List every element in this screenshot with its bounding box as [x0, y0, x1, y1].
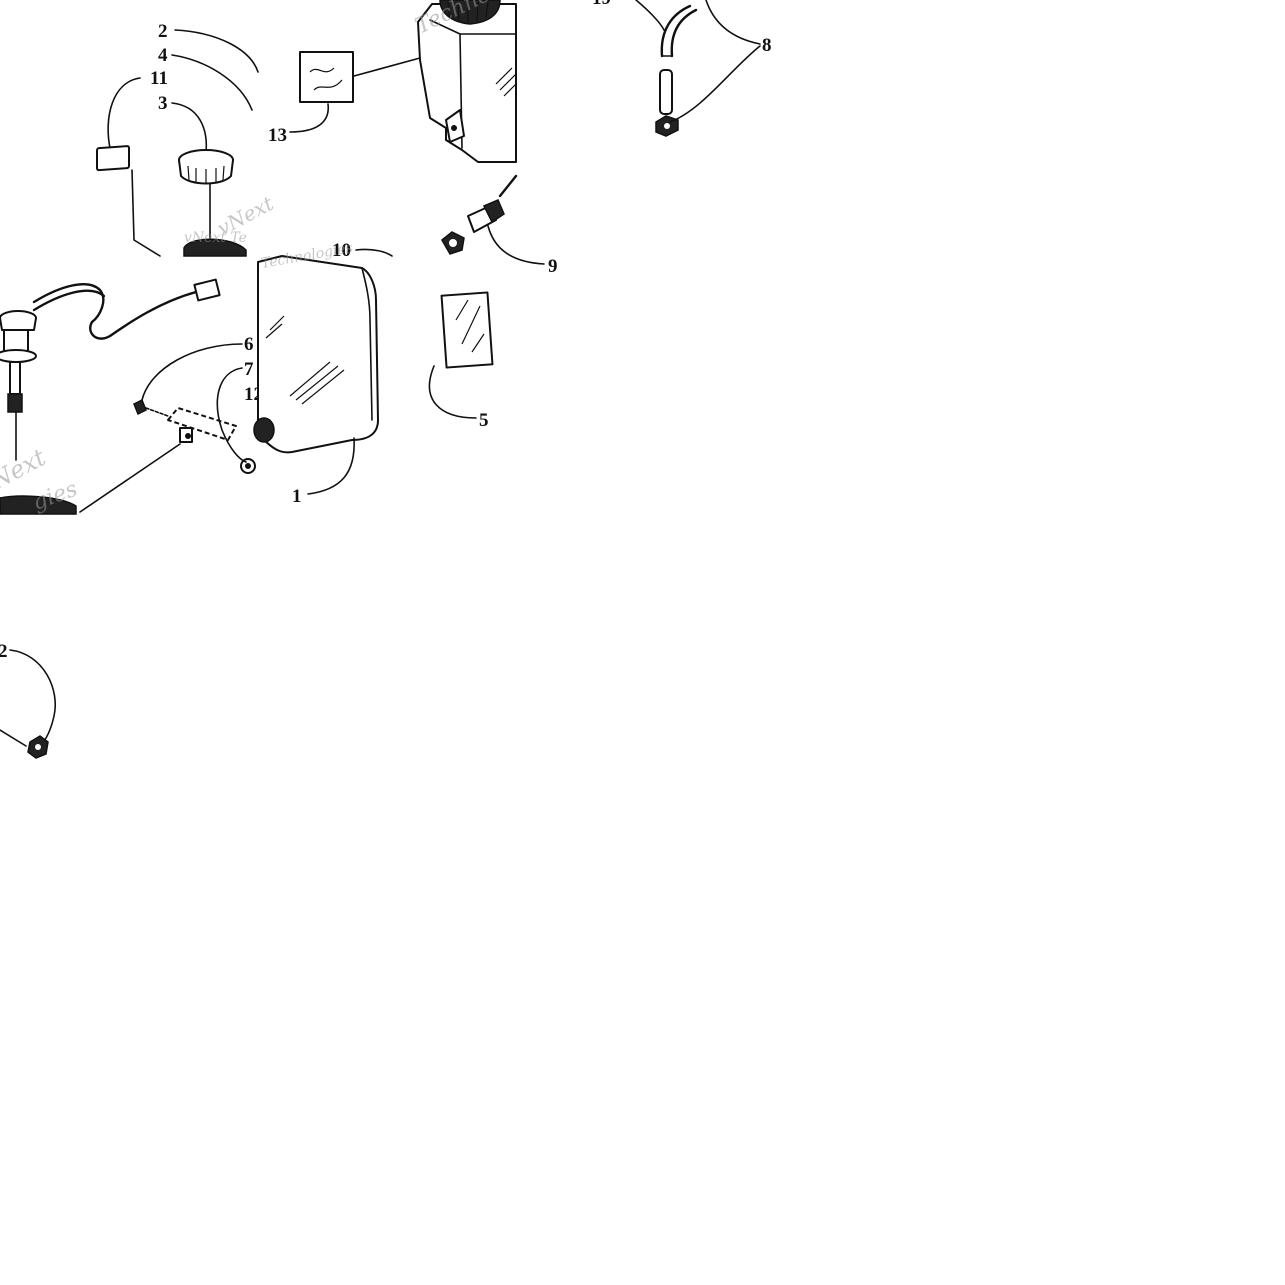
filler-cap-icon: [178, 149, 234, 185]
leader-1: [307, 437, 355, 495]
callout-6: 6: [244, 334, 254, 355]
leader-5: [428, 365, 477, 419]
leader-6: [141, 343, 243, 401]
leader-11: [107, 77, 141, 149]
oil-tank-body-icon: [257, 255, 379, 454]
decal-icon: [299, 51, 354, 103]
leader-7: [216, 367, 247, 463]
callout-4: 4: [158, 45, 168, 66]
leader-19: [635, 0, 665, 31]
connector-icon: [193, 278, 221, 302]
callout-5: 5: [479, 410, 489, 431]
callout-8: 8: [762, 35, 772, 56]
leader-2-lower: [9, 649, 56, 747]
callout-7: 7: [244, 359, 254, 380]
callout-9: 9: [548, 256, 558, 277]
leader-decal-tank: [353, 57, 421, 77]
level-sensor-icon: [0, 310, 37, 461]
leader-10: [355, 248, 393, 257]
vent-hose-icon: [660, 4, 692, 58]
callout-19: 19: [592, 0, 611, 9]
tile-vent-hose: 19 8: [592, 0, 772, 137]
callout-13: 13: [268, 125, 287, 146]
callout-11: 11: [150, 68, 168, 89]
watermark-text: vNext Te: [184, 230, 247, 246]
decal-icon: [96, 145, 130, 172]
decal-icon: [440, 291, 494, 369]
tile-tank-top: 13 10 9 Techno: [268, 0, 558, 277]
sensor-wire-icon: [32, 283, 198, 340]
tank-shading: [265, 315, 345, 405]
callout-2: 2: [158, 21, 168, 42]
leader-3: [171, 102, 208, 153]
tile-tank-body: 1 5 Technologies: [253, 240, 494, 507]
leader-13: [289, 103, 329, 133]
tank-edge-icon: [0, 495, 77, 515]
callout-2-lower: 2: [0, 641, 8, 662]
leader-9: [487, 225, 545, 265]
callout-1: 1: [292, 486, 302, 507]
hose-section-icon: [659, 69, 673, 115]
leader-2: [174, 29, 259, 73]
leader-strap: [131, 169, 161, 257]
screw-icon: [133, 398, 147, 416]
tile-drain-nut: 2: [0, 641, 56, 759]
tile-cap-assembly: 2 4 11 3 vNext vNext Te: [96, 21, 278, 257]
neck-ring-icon: [183, 238, 247, 257]
callout-10: 10: [332, 240, 351, 261]
leader-bracket: [79, 443, 181, 513]
filler-neck-icon: [439, 0, 501, 25]
leader-8a: [705, 0, 761, 45]
leader-2-lower-b: [0, 729, 27, 747]
tile-level-sensor: 6 7 12 Next gies: [0, 278, 263, 516]
tank-opening-icon: [253, 417, 275, 443]
leader-4: [171, 54, 253, 111]
callout-3: 3: [158, 93, 168, 114]
leader-8b: [669, 45, 761, 123]
bracket-icon: [167, 407, 237, 441]
fitting-icon: [467, 174, 518, 233]
